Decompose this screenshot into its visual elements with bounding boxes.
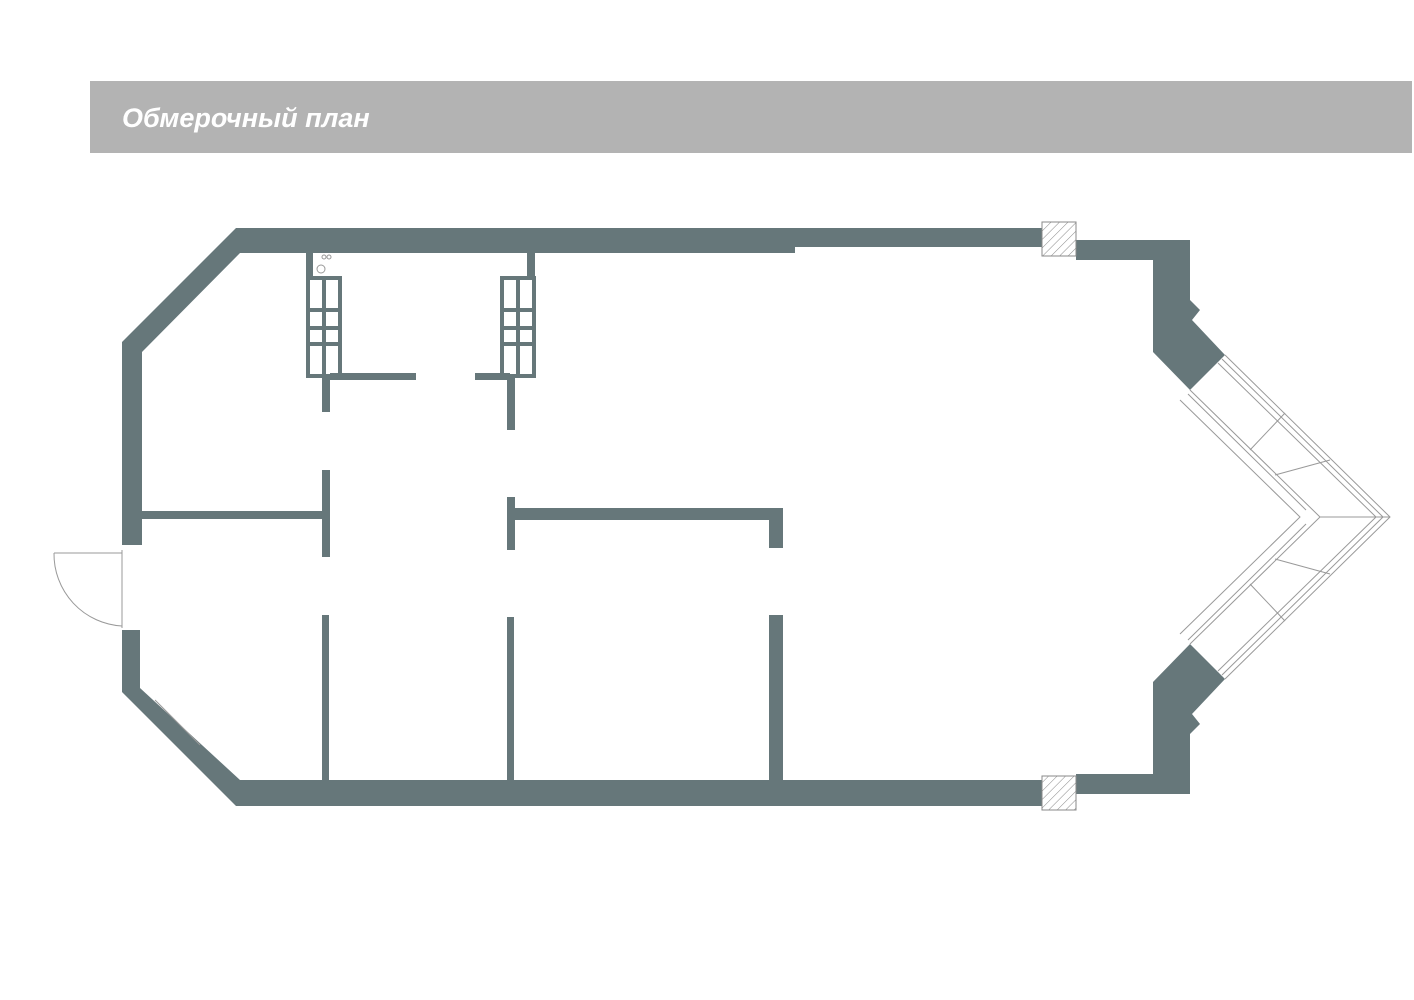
partition bbox=[515, 508, 783, 520]
sink-icon bbox=[316, 254, 332, 274]
partition bbox=[507, 375, 515, 430]
outer-wall-right-top bbox=[1076, 240, 1225, 390]
title-bar: Обмерочный план bbox=[90, 81, 1412, 153]
walls bbox=[122, 228, 1225, 806]
partition bbox=[769, 615, 783, 780]
outer-wall-top-left bbox=[122, 228, 1042, 545]
partition bbox=[322, 615, 329, 780]
partition bbox=[475, 373, 510, 380]
outer-wall-bottom-left bbox=[122, 630, 1042, 806]
partition bbox=[527, 253, 535, 278]
partition bbox=[769, 508, 783, 548]
partition bbox=[507, 497, 515, 550]
bay-window bbox=[1179, 354, 1391, 680]
closet-left bbox=[306, 276, 342, 378]
outer-wall-right-bottom bbox=[1076, 644, 1225, 794]
partition bbox=[142, 511, 324, 519]
partition bbox=[322, 375, 330, 412]
page-title: Обмерочный план bbox=[122, 103, 370, 133]
partition bbox=[507, 617, 514, 780]
closet-right bbox=[500, 276, 536, 378]
partition bbox=[322, 470, 330, 557]
entrance-door bbox=[53, 550, 201, 746]
column-bottom bbox=[1041, 775, 1077, 811]
column-top bbox=[1041, 221, 1077, 257]
partition bbox=[306, 253, 313, 278]
partition bbox=[330, 373, 416, 380]
